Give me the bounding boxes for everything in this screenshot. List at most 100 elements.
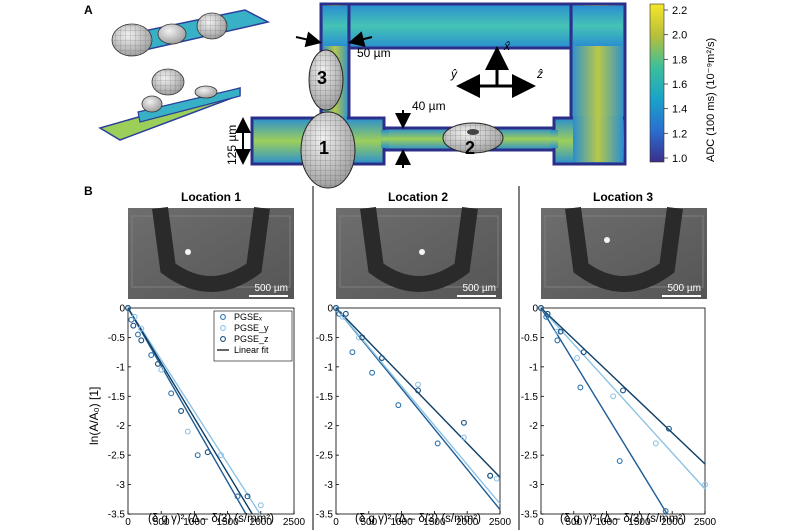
cell-label-1: 1 (319, 138, 329, 158)
fit-line (335, 307, 501, 505)
data-point (138, 325, 145, 332)
x-tick-label: 0 (333, 517, 339, 528)
y-tick-label: -1 (529, 362, 538, 373)
y-tick-label: -2 (116, 421, 125, 432)
x-tick-label: 0 (125, 517, 131, 528)
data-point (487, 472, 494, 479)
micrograph-channel-u (152, 206, 270, 292)
fit-line (127, 307, 253, 515)
data-point (616, 458, 623, 464)
colorbar-tick-label: 2.0 (672, 30, 687, 42)
data-point (702, 481, 708, 488)
y-tick-label: 0 (532, 304, 538, 315)
dim-width-label: 50 µm (357, 46, 391, 60)
data-point (662, 508, 669, 515)
y-tick-label: -0.5 (521, 333, 539, 344)
fit-line (127, 307, 261, 515)
adc-channel-map: 1 2 3 (250, 2, 627, 189)
plot-frame (540, 307, 706, 515)
panel-a: A (84, 2, 717, 189)
x-tick-label: 2000 (661, 517, 684, 528)
scale-bar-label: 500 µm (462, 283, 496, 294)
data-point (349, 349, 356, 356)
data-point (130, 322, 137, 329)
data-point (665, 425, 672, 432)
data-point (184, 428, 191, 435)
data-point (415, 387, 421, 394)
data-point (460, 434, 467, 441)
data-point (138, 337, 145, 344)
y-tick-label: -2.5 (316, 451, 334, 462)
dim-channel-label: 40 µm (412, 99, 446, 113)
y-tick-label: -2 (324, 421, 333, 432)
x-tick-label: 1500 (216, 517, 239, 528)
data-point (557, 328, 564, 335)
data-point (359, 334, 366, 341)
data-point (244, 493, 251, 500)
y-tick-label: -3 (116, 480, 125, 491)
coordinate-axes: x̂ ŷ ẑ (450, 39, 543, 98)
scale-bar-label: 500 µm (254, 283, 288, 294)
plot-frame (127, 307, 295, 515)
colorbar: 2.22.01.81.61.41.21.0 ADC (100 ms) (10⁻⁹… (649, 3, 717, 165)
data-point (125, 305, 131, 311)
data-point (333, 305, 339, 311)
perspective-view-top (111, 9, 271, 57)
data-point (356, 334, 362, 341)
plot-title: Location 1 (181, 190, 241, 204)
cell-label-3: 3 (317, 68, 327, 88)
data-point (395, 402, 402, 409)
data-point (339, 313, 346, 320)
micrograph-cell-spot (419, 249, 425, 255)
data-point (378, 355, 385, 361)
x-tick-label: 2500 (283, 517, 306, 528)
data-point (131, 313, 138, 320)
y-tick-label: -2.5 (521, 451, 539, 462)
y-tick-label: -0.5 (316, 333, 334, 344)
data-point (434, 440, 441, 447)
colorbar-tick-label: 2.2 (672, 5, 687, 17)
x-tick-label: 1000 (595, 517, 618, 528)
y-tick-label: 0 (327, 304, 333, 315)
x-tick-label: 500 (565, 517, 582, 528)
colorbar-tick-label: 1.8 (672, 54, 687, 66)
y-tick-label: 0 (119, 304, 125, 315)
y-axis-label: ln(A/A₀) [1] (87, 387, 101, 445)
data-point (580, 349, 587, 356)
legend-label: PGSE_z (234, 334, 269, 344)
y-tick-label: -3 (324, 480, 333, 491)
data-point (194, 452, 201, 459)
data-point (652, 440, 659, 447)
colorbar-tick-label: 1.4 (672, 104, 687, 116)
y-tick-label: -1 (324, 362, 333, 373)
fit-line (127, 307, 247, 515)
fit-line (540, 307, 706, 465)
x-tick-label: 1000 (390, 517, 413, 528)
micrograph-channel-u (565, 206, 683, 292)
data-point (336, 310, 343, 317)
data-point (544, 310, 551, 317)
colorbar-tick-label: 1.2 (672, 128, 687, 140)
data-point (493, 475, 500, 482)
panel-a-label: A (84, 3, 93, 17)
micrograph-channel-u (360, 206, 478, 292)
legend-marker (220, 314, 226, 320)
legend-box (213, 310, 293, 362)
x-tick-label: 500 (153, 517, 170, 528)
data-point (178, 408, 185, 414)
data-point (574, 355, 581, 361)
plot-title: Location 3 (593, 190, 653, 204)
data-point (610, 393, 617, 400)
data-point (620, 387, 626, 394)
data-point (538, 305, 544, 311)
y-tick-label: -2 (529, 421, 538, 432)
y-tick-label: -1.5 (521, 392, 539, 403)
legend-label: PGSEₓ (234, 312, 262, 322)
y-tick-label: -3 (529, 480, 538, 491)
x-axis-label: (δ g γ)² (Δ – δ/3) (s/mm²) (148, 513, 274, 525)
data-point (257, 502, 264, 509)
dimension-annotations: 50 µm 40 µm 125 µm (225, 31, 446, 168)
perspective-view-bottom (98, 68, 241, 141)
x-tick-label: 2000 (456, 517, 479, 528)
